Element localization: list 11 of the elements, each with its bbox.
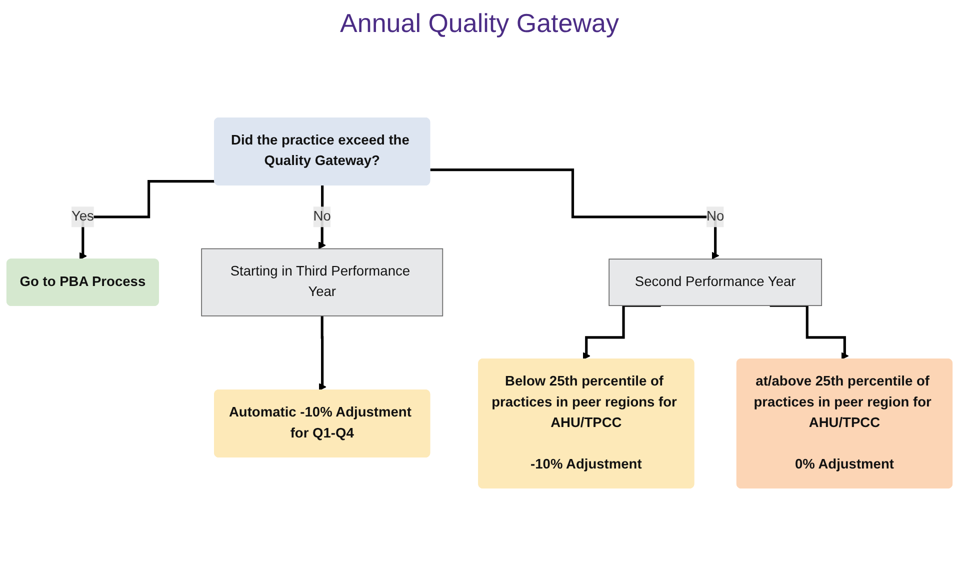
arrow (430, 168, 720, 260)
arrow (318, 314, 326, 391)
arrow (79, 180, 215, 260)
node-box: Starting in Third Performance Year (201, 248, 444, 316)
node-box: Second Performance Year (608, 258, 822, 306)
arrow (582, 304, 661, 360)
edge-label: No (706, 209, 724, 224)
diagram-title: Annual Quality Gateway (339, 8, 620, 39)
edge-label: No (313, 209, 331, 224)
arrow (770, 304, 849, 360)
edge-label: Yes (71, 209, 94, 224)
